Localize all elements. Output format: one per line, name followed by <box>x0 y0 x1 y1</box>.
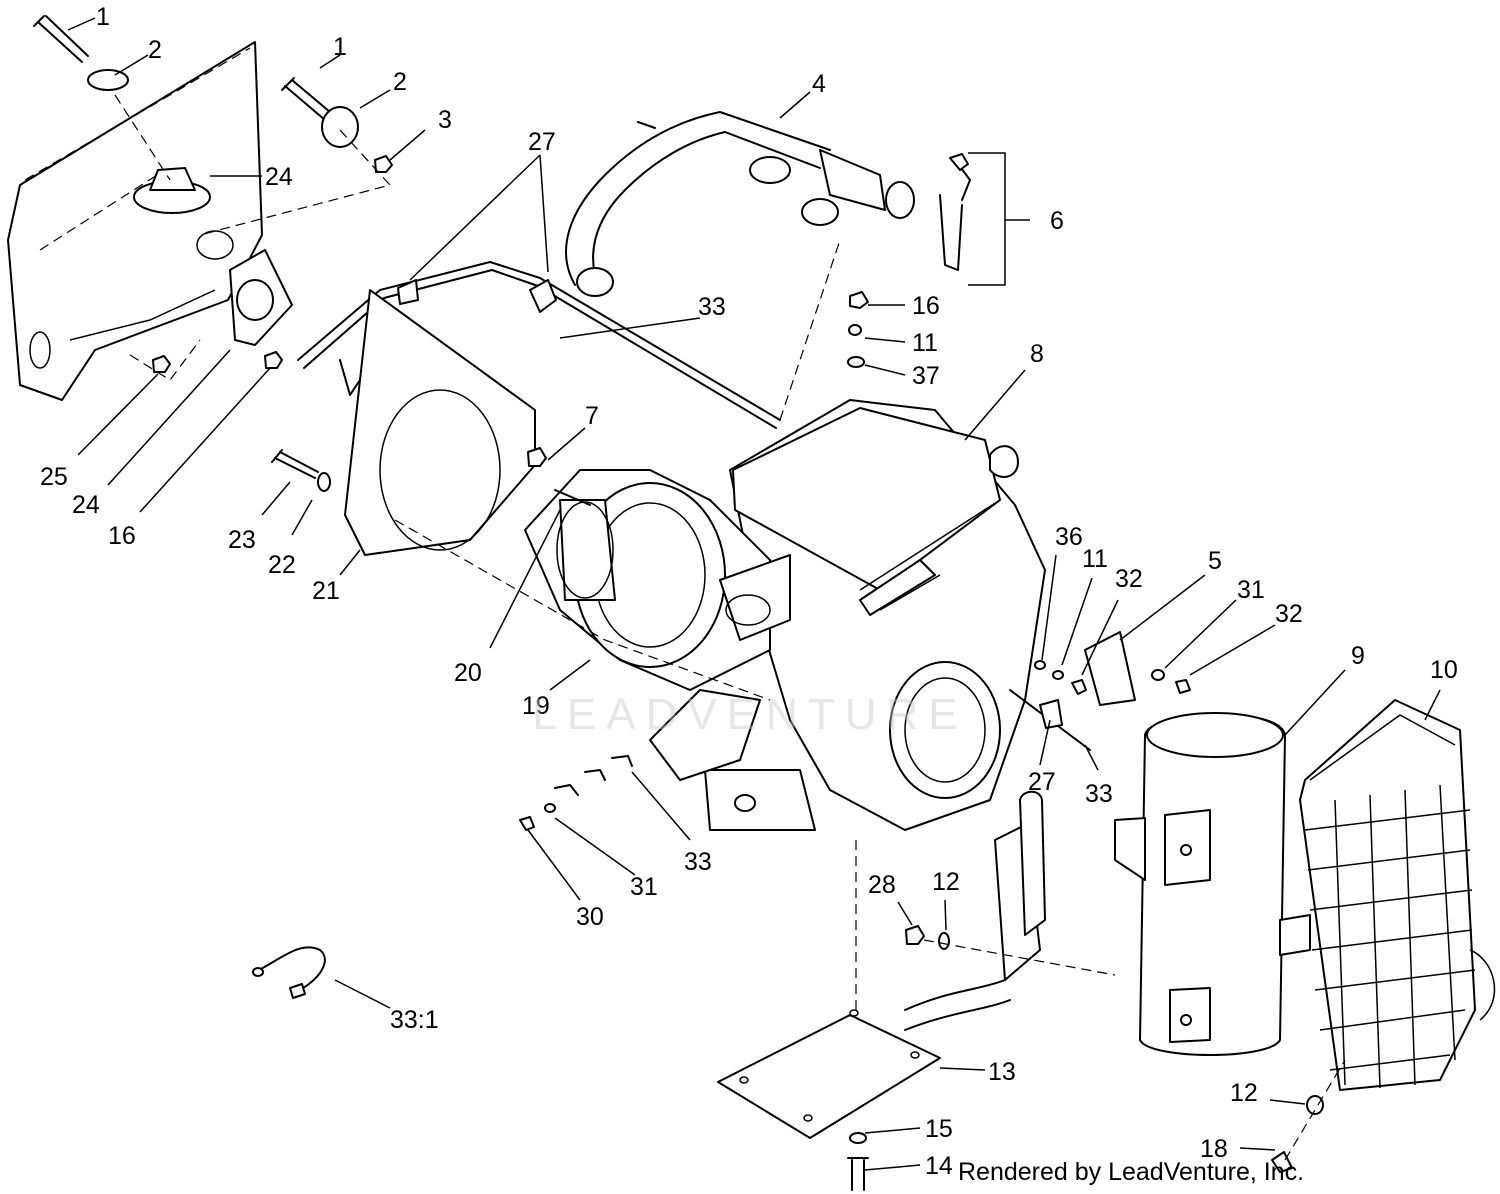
callout-15: 15 <box>925 1115 953 1143</box>
render-credit: Rendered by LeadVenture, Inc. <box>958 1158 1305 1186</box>
callout-16: 16 <box>912 292 940 320</box>
washer-2-right <box>321 106 359 148</box>
callout-2: 2 <box>393 68 407 96</box>
hanger-6 <box>939 152 1030 286</box>
nut-7 <box>527 447 547 467</box>
callout-32: 32 <box>1275 600 1303 628</box>
callout-33: 33 <box>684 848 712 876</box>
callout-28: 28 <box>868 871 896 899</box>
adapter-plate-21 <box>339 289 536 556</box>
clamp-27-upper <box>397 279 557 313</box>
callout-31: 31 <box>630 873 658 901</box>
starter-assembly <box>649 554 791 781</box>
washer-12-bolt-18 <box>1271 1059 1346 1173</box>
callout-27: 27 <box>528 128 556 156</box>
heat-shield-5 <box>1084 631 1136 706</box>
callout-2: 2 <box>148 36 162 64</box>
callout-23: 23 <box>228 526 256 554</box>
muffler-9 <box>1114 712 1311 1056</box>
bolt-1-left <box>33 15 89 63</box>
callout-5: 5 <box>1208 547 1222 575</box>
callout-4: 4 <box>812 70 826 98</box>
callout-3: 3 <box>438 106 452 134</box>
hardware-stack-16-11-37 <box>847 291 869 368</box>
wire-harness-33-1 <box>252 946 326 999</box>
callout-12: 12 <box>932 868 960 896</box>
bolt-23 <box>271 449 319 479</box>
alignment-lines <box>129 239 841 701</box>
callout-11: 11 <box>1082 545 1108 573</box>
callout-31: 31 <box>1237 576 1265 604</box>
bar-33-lower <box>1009 689 1091 751</box>
callout-25: 25 <box>40 463 68 491</box>
callout-21: 21 <box>312 577 340 605</box>
callout-13: 13 <box>988 1058 1016 1086</box>
callout-24: 24 <box>72 491 100 519</box>
bolt-20 <box>554 489 591 506</box>
nut-3 <box>199 129 393 236</box>
nut-16-left <box>264 351 283 369</box>
callout-19: 19 <box>522 692 550 720</box>
nut-28-washer-12 <box>905 925 1116 976</box>
callout-30: 30 <box>576 903 604 931</box>
callout-33-1: 33:1 <box>390 1006 439 1034</box>
hardware-36-11-32 <box>1034 660 1191 695</box>
callout-20: 20 <box>454 659 482 687</box>
bar-33-upper <box>297 261 781 429</box>
callout-8: 8 <box>1030 340 1044 368</box>
callout-7: 7 <box>585 402 599 430</box>
callout-labels: 1 2 1 2 3 4 27 24 6 33 16 11 37 8 7 25 2… <box>40 3 1458 1180</box>
callout-11: 11 <box>912 329 938 357</box>
callout-22: 22 <box>268 551 296 579</box>
callout-16: 16 <box>108 522 136 550</box>
callout-10: 10 <box>1430 656 1458 684</box>
plate-13 <box>717 1009 941 1139</box>
callout-33: 33 <box>1085 780 1113 808</box>
callout-36: 36 <box>1055 523 1083 551</box>
bolt-1-right <box>281 77 331 121</box>
engine-8 <box>704 399 1046 831</box>
washer-22 <box>317 472 331 492</box>
muffler-bracket <box>904 790 1046 1031</box>
callout-14: 14 <box>925 1152 953 1180</box>
callout-9: 9 <box>1351 642 1365 670</box>
wire-clips-33 <box>519 755 633 831</box>
callout-24: 24 <box>265 163 293 191</box>
engine-mount-plate <box>7 41 263 401</box>
callout-12: 12 <box>1230 1079 1258 1107</box>
washer-2-left <box>87 69 129 91</box>
callout-1: 1 <box>333 33 347 61</box>
rubber-mount-24-lower <box>229 249 293 346</box>
callout-32: 32 <box>1115 565 1143 593</box>
callout-37: 37 <box>912 362 940 390</box>
washer-15-bolt-14 <box>847 840 869 1191</box>
callout-1: 1 <box>96 3 110 31</box>
callout-27: 27 <box>1028 768 1056 796</box>
nut-25 <box>152 355 171 373</box>
rubber-mount-24-upper <box>114 94 211 214</box>
exhaust-pipe-4 <box>565 111 915 297</box>
leader-lines <box>67 17 1441 1171</box>
muffler-guard-10 <box>1299 699 1496 1091</box>
callout-18: 18 <box>1200 1135 1228 1163</box>
callout-33: 33 <box>698 293 726 321</box>
callout-6: 6 <box>1050 207 1064 235</box>
